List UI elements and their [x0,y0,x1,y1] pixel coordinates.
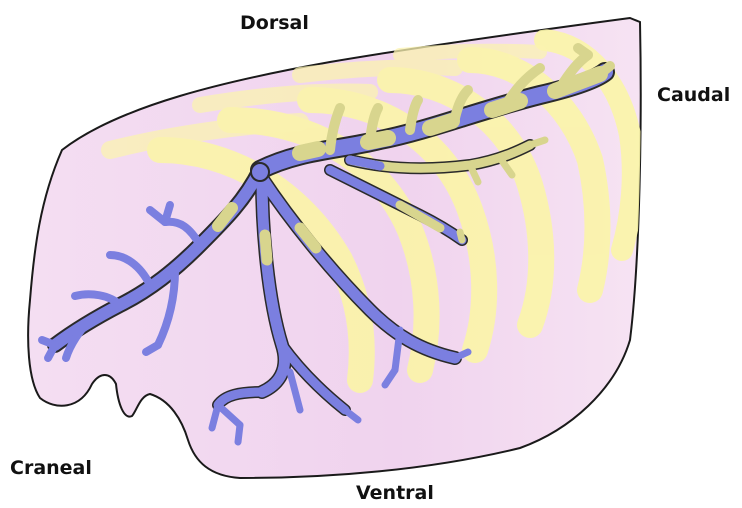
label-caudal: Caudal [657,86,730,105]
label-craneal: Craneal [10,459,92,478]
label-dorsal: Dorsal [240,14,309,33]
label-ventral: Ventral [356,484,434,503]
